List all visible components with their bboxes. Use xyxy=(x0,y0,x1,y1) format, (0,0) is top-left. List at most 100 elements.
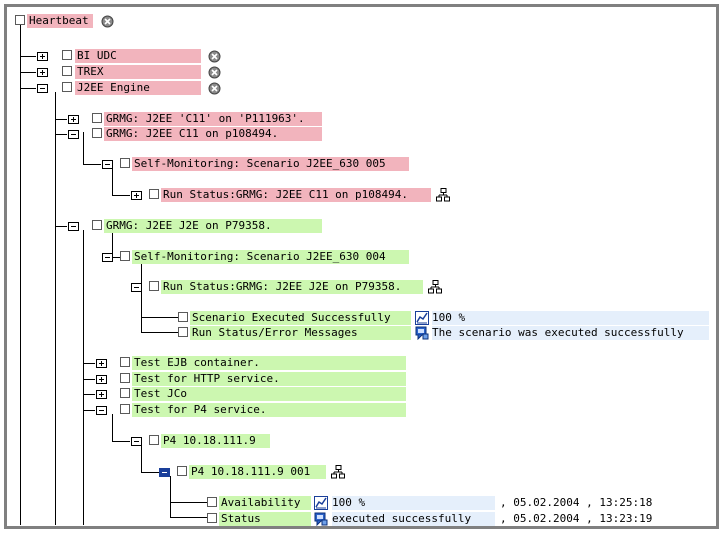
node-checkbox[interactable] xyxy=(120,357,130,367)
collapse-icon[interactable] xyxy=(96,406,107,415)
tree-node-heartbeat[interactable]: Heartbeat xyxy=(27,14,93,28)
expand-icon[interactable] xyxy=(37,68,48,77)
stop-icon xyxy=(208,82,221,95)
tree-line xyxy=(83,132,84,165)
tree-node-j2ee-engine[interactable]: J2EE Engine xyxy=(75,81,201,95)
node-checkbox[interactable] xyxy=(120,373,130,383)
stop-icon xyxy=(208,50,221,63)
tree-line xyxy=(170,476,171,518)
expand-icon[interactable] xyxy=(68,115,79,124)
tree-node-scenario-executed[interactable]: Scenario Executed Successfully xyxy=(190,311,411,325)
tree-node-run-status-p79358[interactable]: Run Status:GRMG: J2EE J2E on P79358. xyxy=(161,280,423,294)
tree-line xyxy=(55,226,67,227)
tree-node-test-ejb[interactable]: Test EJB container. xyxy=(132,356,406,370)
tree-line xyxy=(170,502,207,503)
stop-icon xyxy=(208,66,221,79)
availability-value: 100 % xyxy=(332,496,495,510)
tree-line xyxy=(83,410,95,411)
tree-line xyxy=(20,56,36,57)
tree-line xyxy=(112,168,113,196)
node-checkbox[interactable] xyxy=(62,66,72,76)
tree-node-grmg-j2e-p79358[interactable]: GRMG: J2EE J2E on P79358. xyxy=(104,219,322,233)
node-checkbox[interactable] xyxy=(149,435,159,445)
node-checkbox[interactable] xyxy=(178,327,188,337)
node-checkbox[interactable] xyxy=(120,404,130,414)
tree-line xyxy=(83,363,95,364)
node-checkbox[interactable] xyxy=(178,312,188,322)
stop-icon xyxy=(101,15,114,28)
node-checkbox[interactable] xyxy=(92,220,102,230)
tree-node-grmg-c11-p108494[interactable]: GRMG: J2EE C11 on p108494. xyxy=(104,127,322,141)
node-checkbox[interactable] xyxy=(120,158,130,168)
tree-line xyxy=(141,317,178,318)
node-checkbox[interactable] xyxy=(62,50,72,60)
tree-node-p4-host-001[interactable]: P4 10.18.111.9 001 xyxy=(189,465,326,479)
collapse-icon[interactable] xyxy=(68,222,79,231)
tree-line xyxy=(141,445,142,473)
tree-line xyxy=(20,88,36,89)
run-status-messages-value: The scenario was executed successfully xyxy=(432,326,709,340)
chart-icon xyxy=(314,496,328,510)
collapse-icon[interactable] xyxy=(102,160,113,169)
node-checkbox[interactable] xyxy=(92,128,102,138)
tree-node-bi-udc[interactable]: BI UDC xyxy=(75,49,201,63)
node-checkbox[interactable] xyxy=(149,189,159,199)
node-checkbox[interactable] xyxy=(120,251,130,261)
tree-line xyxy=(141,472,159,473)
expand-icon[interactable] xyxy=(96,390,107,399)
tree-line xyxy=(83,230,84,525)
tree-line xyxy=(170,517,207,518)
expand-icon[interactable] xyxy=(131,191,142,200)
tree-line xyxy=(112,414,113,442)
node-checkbox[interactable] xyxy=(92,113,102,123)
tree-line xyxy=(112,195,130,196)
tree-node-test-p4[interactable]: Test for P4 service. xyxy=(132,403,406,417)
monitoring-tree: Heartbeat BI UDC TREX J2EE Engine GRMG: … xyxy=(4,4,719,529)
tree-node-self-monitoring-004[interactable]: Self-Monitoring: Scenario J2EE_630 004 xyxy=(132,250,409,264)
chart-icon xyxy=(415,311,429,325)
message-icon xyxy=(415,326,429,340)
node-checkbox[interactable] xyxy=(120,388,130,398)
node-checkbox[interactable] xyxy=(149,281,159,291)
tree-node-p4-host[interactable]: P4 10.18.111.9 xyxy=(161,434,270,448)
tree-node-self-monitoring-005[interactable]: Self-Monitoring: Scenario J2EE_630 005 xyxy=(132,157,409,171)
method-tree-icon[interactable] xyxy=(436,188,450,202)
method-tree-icon[interactable] xyxy=(331,465,345,479)
tree-line xyxy=(83,379,95,380)
tree-line xyxy=(83,164,101,165)
tree-node-run-status-messages[interactable]: Run Status/Error Messages xyxy=(190,326,411,340)
scenario-executed-value: 100 % xyxy=(432,311,709,325)
tree-line xyxy=(141,260,142,333)
tree-line xyxy=(112,230,113,258)
collapse-icon-selected[interactable] xyxy=(159,468,170,477)
tree-line xyxy=(20,25,21,525)
tree-node-test-jco[interactable]: Test JCo xyxy=(132,387,406,401)
collapse-icon[interactable] xyxy=(131,437,142,446)
expand-icon[interactable] xyxy=(37,52,48,61)
tree-line xyxy=(20,72,36,73)
expand-icon[interactable] xyxy=(96,359,107,368)
collapse-icon[interactable] xyxy=(68,130,79,139)
expand-icon[interactable] xyxy=(96,375,107,384)
tree-node-trex[interactable]: TREX xyxy=(75,65,201,79)
tree-line xyxy=(83,394,95,395)
tree-node-test-http[interactable]: Test for HTTP service. xyxy=(132,372,406,386)
tree-line xyxy=(55,134,67,135)
collapse-icon[interactable] xyxy=(131,283,142,292)
tree-node-availability[interactable]: Availability xyxy=(219,496,311,510)
status-timestamp: , 05.02.2004 , 13:23:19 xyxy=(500,512,653,525)
node-checkbox[interactable] xyxy=(177,466,187,476)
node-checkbox[interactable] xyxy=(15,15,25,25)
node-checkbox[interactable] xyxy=(62,82,72,92)
tree-line xyxy=(141,332,178,333)
tree-node-run-status-p108494[interactable]: Run Status:GRMG: J2EE C11 on p108494. xyxy=(161,188,431,202)
tree-node-status[interactable]: Status xyxy=(219,512,311,526)
node-checkbox[interactable] xyxy=(207,497,217,507)
tree-node-grmg-c11-p111963[interactable]: GRMG: J2EE 'C11' on 'P111963'. xyxy=(104,112,322,126)
node-checkbox[interactable] xyxy=(207,513,217,523)
method-tree-icon[interactable] xyxy=(428,280,442,294)
tree-line xyxy=(55,119,67,120)
collapse-icon[interactable] xyxy=(102,253,113,262)
tree-line xyxy=(55,92,56,525)
collapse-icon[interactable] xyxy=(37,84,48,93)
